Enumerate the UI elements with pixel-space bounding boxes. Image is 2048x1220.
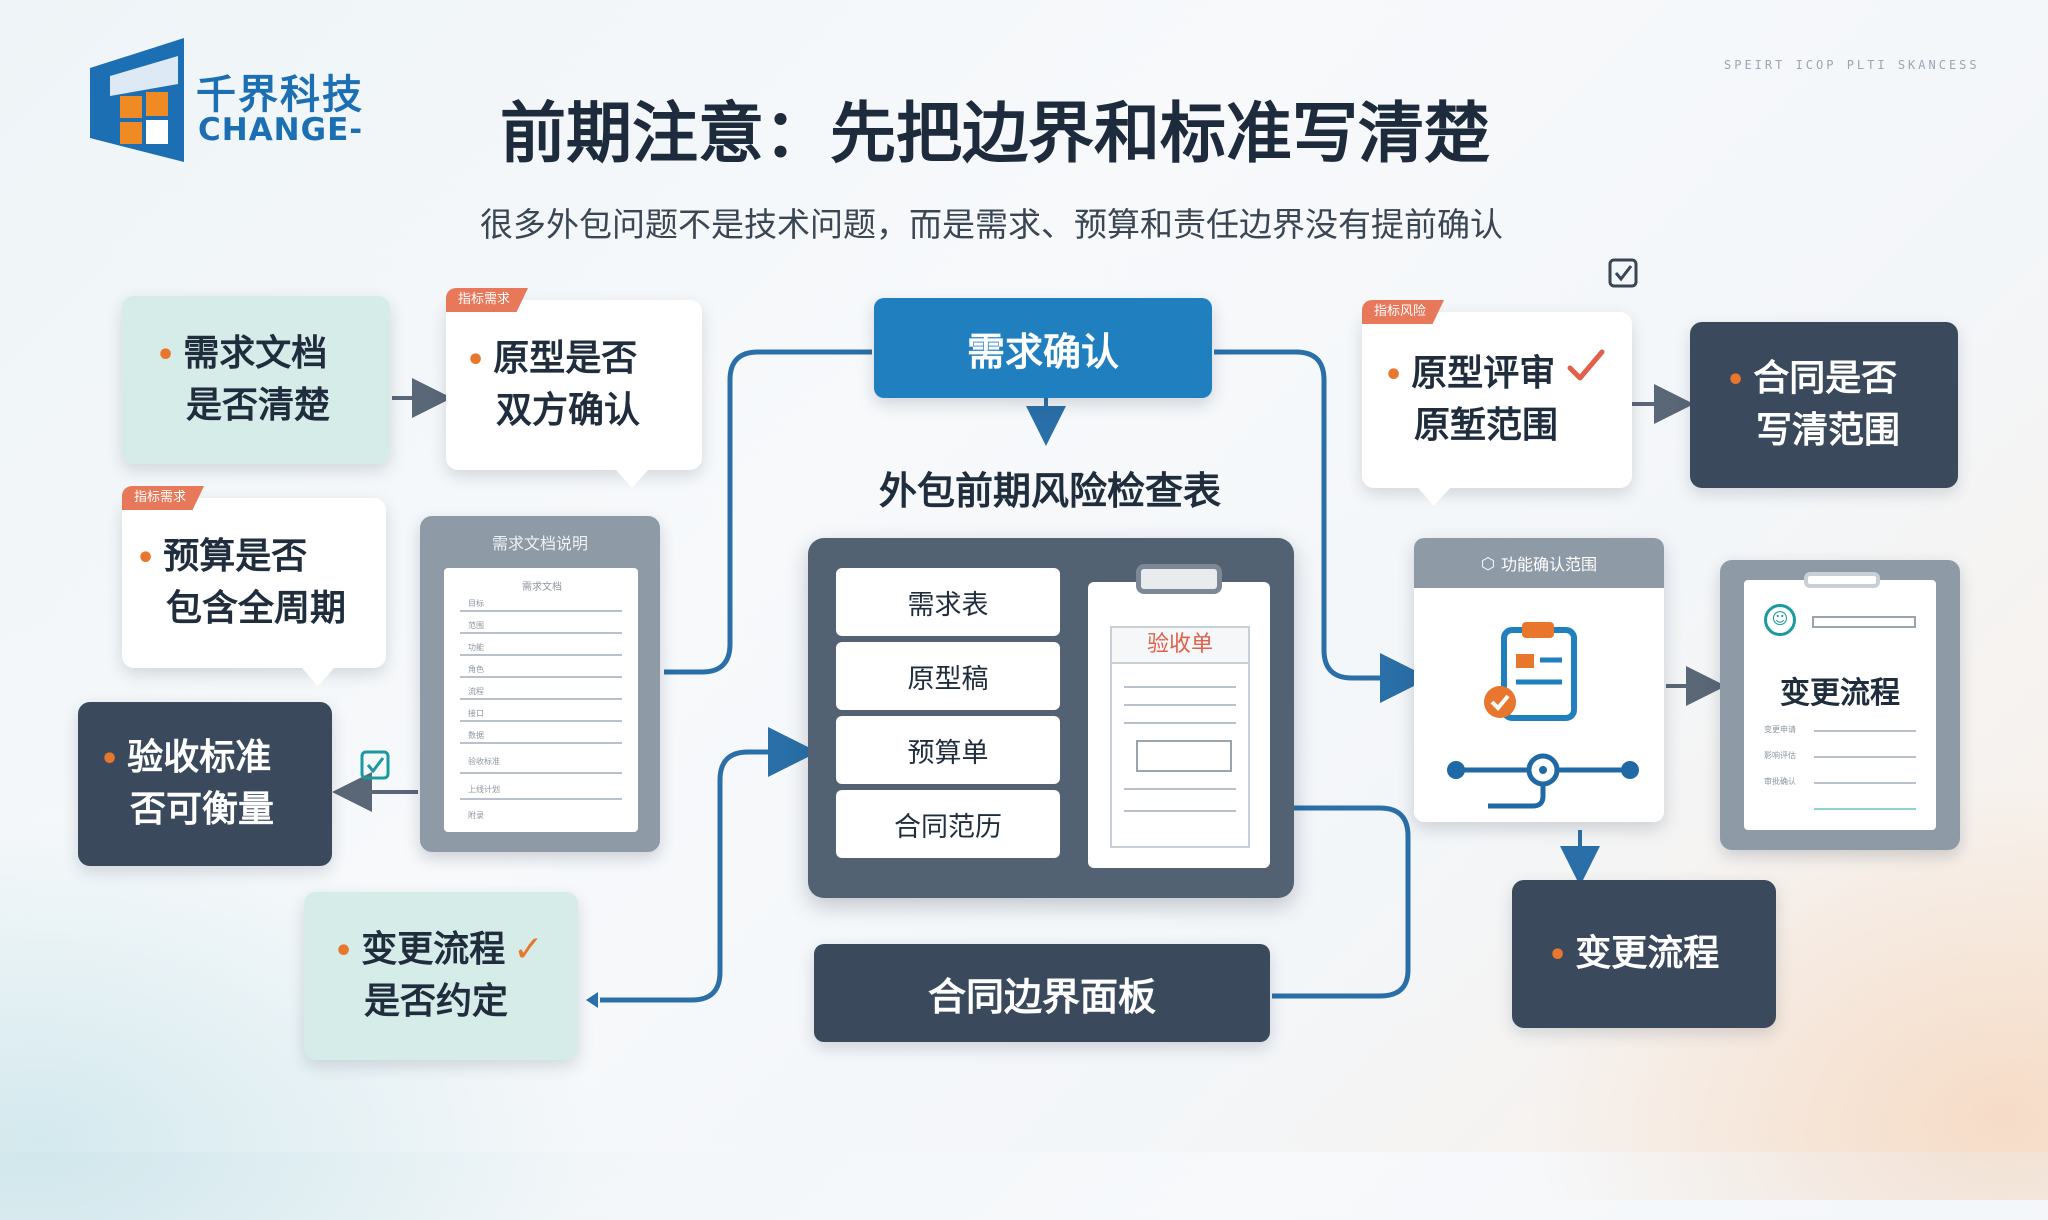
prototype-line1: •原型是否: [466, 337, 638, 379]
brand-tagline: SPEIRT ICOP PLTI SKANCESS: [1724, 58, 1980, 72]
checklist-item-prototype[interactable]: 原型稿: [836, 642, 1060, 710]
clipboard-clip-icon: [1804, 572, 1880, 588]
requirement-doc-board: 需求文档说明 需求文档 目标 范围 功能 角色 流程 接口 数据 验收标准 上线…: [420, 516, 660, 852]
process-nodes-icon: [1447, 753, 1639, 809]
change-process-board: ☺ 变更流程 变更申请 影响评估 审批确认: [1720, 560, 1960, 850]
change-agreed-line1: •变更流程✓: [334, 928, 544, 970]
contract-line1: •合同是否: [1726, 357, 1898, 399]
contract-boundary-panel-button[interactable]: 合同边界面板: [814, 944, 1270, 1042]
checklist-item-contract[interactable]: 合同范历: [836, 790, 1060, 858]
requirement-doc-text-1: 需求文档: [183, 332, 328, 374]
change-sheet-title: 变更流程: [1780, 676, 1900, 711]
acceptance-sheet: 验收单: [1088, 564, 1270, 868]
doc-sheet: 需求文档 目标 范围 功能 角色 流程 接口 数据 验收标准 上线计划 附录: [444, 568, 638, 832]
acceptance-sheet-inner: 验收单: [1110, 626, 1250, 848]
change-process-text: 变更流程: [1575, 932, 1720, 974]
connector-lines: [332, 349, 1726, 1008]
connector-doc-to-confirm: [664, 349, 872, 675]
page-title: 前期注意：先把边界和标准写清楚: [500, 95, 1490, 172]
change-row-1: 变更申请: [1764, 725, 1796, 734]
speech-tail: [616, 470, 648, 488]
prototype-review-text-1: 原型评审: [1411, 352, 1556, 394]
acceptance-sheet-title: 验收单: [1112, 628, 1248, 664]
brand-logo-icon: [90, 38, 184, 162]
checkbox-icon: [1608, 258, 1638, 288]
tag-budget: 指标需求: [122, 486, 205, 510]
doc-row-9: 上线计划: [468, 785, 500, 794]
card-acceptance: •验收标准 否可衡量: [78, 702, 332, 866]
checklist-title: 外包前期风险检查表: [878, 469, 1221, 513]
card-contract: •合同是否 写清范围: [1690, 322, 1958, 488]
change-agreed-text-1: 变更流程: [361, 928, 506, 970]
card-change-agreed: •变更流程✓ 是否约定: [304, 892, 578, 1060]
tag-prototype: 指标需求: [446, 288, 529, 312]
card-requirement-doc-line1: •需求文档: [156, 332, 328, 374]
card-budget: 指标需求 •预算是否 包含全周期: [122, 486, 386, 686]
doc-title: 需求文档: [522, 582, 562, 593]
connector-confirm-to-scope: [1214, 349, 1430, 703]
doc-board-header: 需求文档说明: [491, 534, 588, 553]
prototype-review-text-2: 原堑范围: [1414, 405, 1559, 446]
scope-panel-header: ⬡ 功能确认范围: [1414, 538, 1664, 588]
change-row-2: 影响评估: [1764, 751, 1796, 760]
card-prototype-confirm: 指标需求 •原型是否 双方确认: [446, 288, 702, 488]
speech-tail: [1418, 488, 1450, 506]
connector-panel-to-bottom: [1272, 805, 1411, 999]
doc-row-2: 范围: [468, 621, 484, 630]
clipboard-clip-icon: [1136, 564, 1222, 594]
doc-row-4: 角色: [468, 665, 484, 674]
doc-row-1: 目标: [468, 599, 484, 608]
page-subtitle: 很多外包问题不是技术问题，而是需求、预算和责任边界没有提前确认: [480, 205, 1503, 244]
speech-tail: [302, 668, 334, 686]
acceptance-text-1: 验收标准: [127, 736, 272, 778]
clipboard-icon: [1484, 622, 1577, 721]
checklist-item-budget[interactable]: 预算单: [836, 716, 1060, 784]
budget-line1: •预算是否: [136, 535, 308, 577]
change-row-3: 审批确认: [1764, 777, 1796, 786]
risk-checklist-panel: 需求表 原型稿 预算单 合同范历 验收单: [808, 538, 1294, 898]
scope-panel-title: 功能确认范围: [1500, 555, 1597, 574]
budget-text-1: 预算是否: [163, 535, 308, 577]
card-prototype-review: 指标风险 •原型评审 原堑范围: [1362, 300, 1632, 506]
prototype-review-line1: •原型评审: [1384, 352, 1556, 394]
budget-text-2: 包含全周期: [166, 588, 347, 629]
hexagon-icon: ⬡: [1481, 553, 1495, 573]
acceptance-field: [1136, 740, 1232, 772]
checklist-item-requirement[interactable]: 需求表: [836, 568, 1060, 636]
requirement-doc-text-2: 是否清楚: [186, 385, 331, 426]
change-sheet: ☺ 变更流程 变更申请 影响评估 审批确认: [1744, 572, 1936, 830]
doc-row-7: 数据: [468, 731, 484, 740]
doc-row-10: 附录: [468, 811, 484, 820]
check-icon: [1567, 349, 1605, 381]
scope-panel: ⬡ 功能确认范围: [1414, 538, 1664, 822]
doc-row-6: 接口: [468, 709, 484, 718]
connector-bottom-to-panel: [600, 727, 818, 1003]
brand-name-en: CHANGE-: [198, 112, 364, 148]
prototype-text-2: 双方确认: [496, 390, 641, 431]
contract-text-2: 写清范围: [1756, 410, 1901, 451]
doc-row-5: 流程: [468, 687, 484, 696]
acceptance-text-2: 否可衡量: [130, 789, 275, 830]
requirement-confirm-button[interactable]: 需求确认: [874, 298, 1212, 398]
card-requirement-doc: •需求文档 是否清楚: [122, 296, 390, 464]
robot-icon: ☺: [1764, 604, 1796, 636]
checkbox-icon: [360, 750, 390, 780]
brand-name-cn: 千界科技: [196, 72, 364, 118]
change-process-line: •变更流程: [1548, 932, 1720, 974]
tag-prototype-review: 指标风险: [1362, 300, 1445, 324]
contract-text-1: 合同是否: [1753, 357, 1898, 399]
check-icon: ✓: [513, 928, 544, 970]
card-change-process[interactable]: •变更流程: [1512, 880, 1776, 1028]
doc-row-8: 验收标准: [468, 757, 500, 766]
doc-row-3: 功能: [468, 643, 484, 652]
prototype-text-1: 原型是否: [493, 337, 638, 379]
change-agreed-text-2: 是否约定: [364, 981, 509, 1022]
acceptance-line1: •验收标准: [100, 736, 272, 778]
